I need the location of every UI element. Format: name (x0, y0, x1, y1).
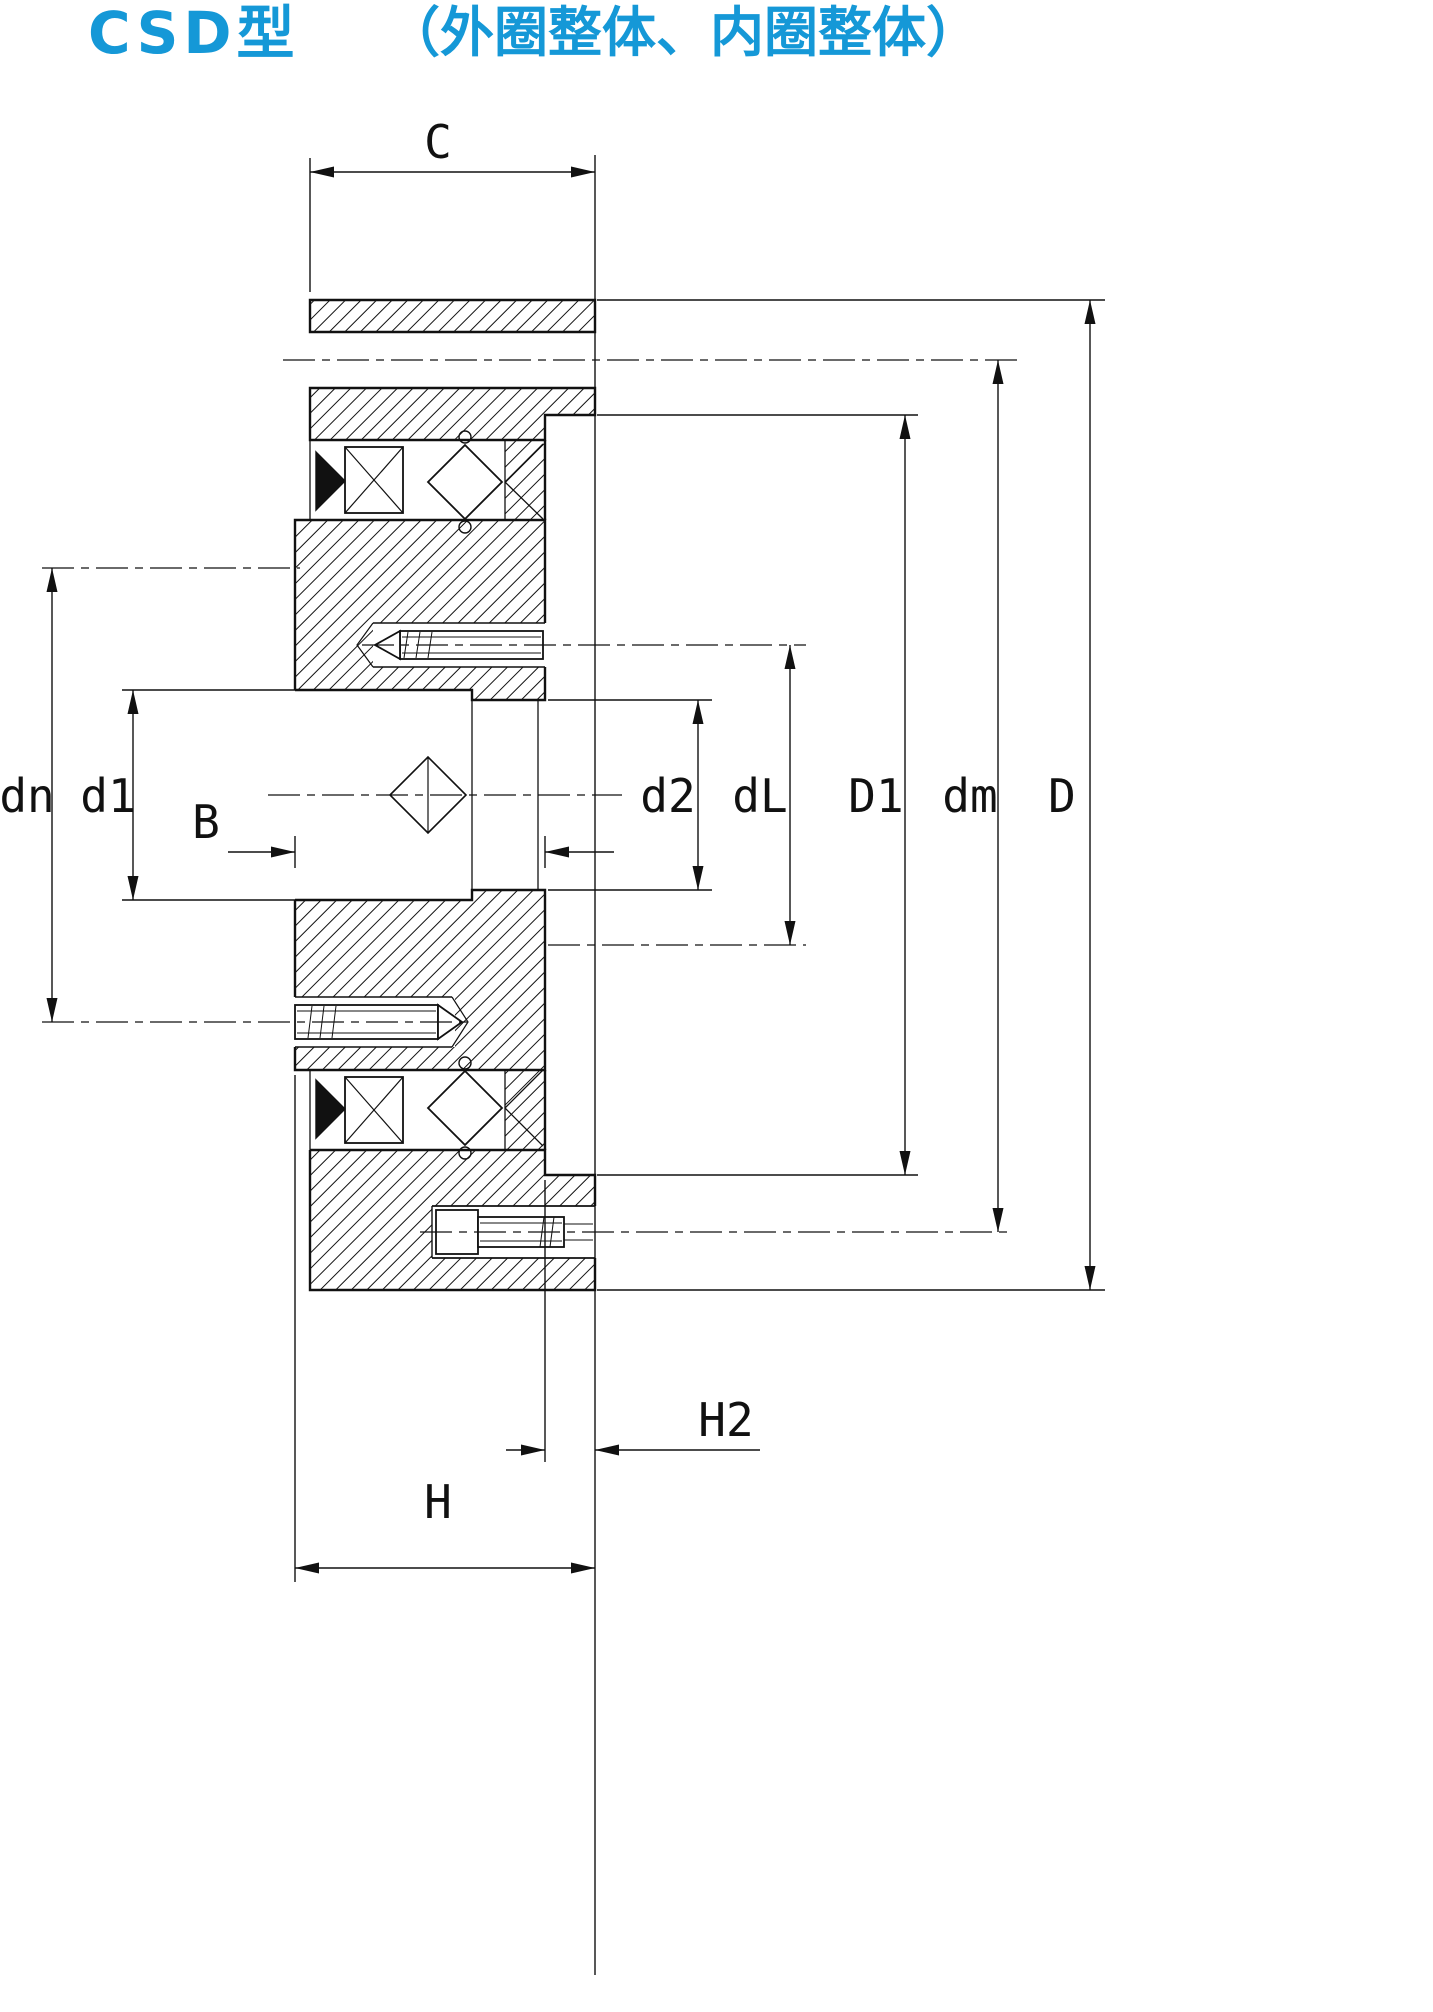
outer-ring-bottom-block (310, 1150, 595, 1290)
inner-ring-bottom-section (295, 890, 545, 1070)
dim-label-dn: dn (0, 769, 55, 823)
dim-label-D: D (1048, 769, 1076, 823)
roller-diamond-top (426, 443, 504, 521)
dimension-H: H (295, 1475, 595, 1574)
dim-label-B: B (192, 795, 220, 849)
dimension-dn: dn (0, 568, 58, 1022)
dimension-annotations: C dn d1 B (0, 115, 1096, 1574)
dim-label-H2: H2 (698, 1393, 753, 1447)
dim-label-dL: dL (732, 769, 787, 823)
extension-lines (122, 158, 1105, 1582)
roller-elements (315, 430, 544, 1160)
dimension-D1: D1 (848, 415, 911, 1175)
dim-label-C: C (424, 115, 452, 169)
inner-ring-section (295, 520, 545, 1070)
outer-ring-section (310, 300, 595, 1290)
outer-ring-raceway-wedge-bottom (505, 1070, 545, 1150)
center-lines (42, 359, 1020, 1233)
roller-diamond-bottom (426, 1069, 504, 1147)
roller-triangle-top (315, 450, 346, 512)
roller-triangle-bottom (315, 1078, 346, 1140)
outer-ring-top-strip (310, 300, 595, 332)
roller-square-bottom (344, 1076, 404, 1144)
page-title-description: （外圈整体、内圈整体） (386, 1, 980, 64)
spacer-dot (458, 1056, 472, 1070)
roller-square-top (344, 446, 404, 514)
inner-ring-top-section (295, 520, 545, 700)
outer-ring-raceway-wedge-top (505, 440, 545, 520)
dim-label-H: H (424, 1475, 452, 1529)
spacer-dot (458, 520, 472, 534)
dimension-d2: d2 (640, 700, 704, 890)
spacer-dot (458, 1146, 472, 1160)
dimension-dm: dm (942, 360, 1004, 1232)
bore-plug-diamond (388, 755, 468, 835)
spacer-dot (458, 430, 472, 444)
dimension-D: D (1048, 300, 1096, 1290)
dimension-dL: dL (732, 645, 796, 945)
dim-label-d1: d1 (80, 769, 135, 823)
dim-label-dm: dm (942, 769, 997, 823)
dimension-B: B (192, 795, 614, 858)
dimension-d1: d1 (80, 690, 139, 900)
dimension-C: C (310, 115, 595, 178)
dim-label-d2: d2 (640, 769, 695, 823)
dim-label-D1: D1 (848, 769, 903, 823)
page-title-model: CSD型 (88, 0, 300, 67)
outer-ring-top-block (310, 388, 595, 440)
dimension-H2: H2 (506, 1393, 760, 1456)
